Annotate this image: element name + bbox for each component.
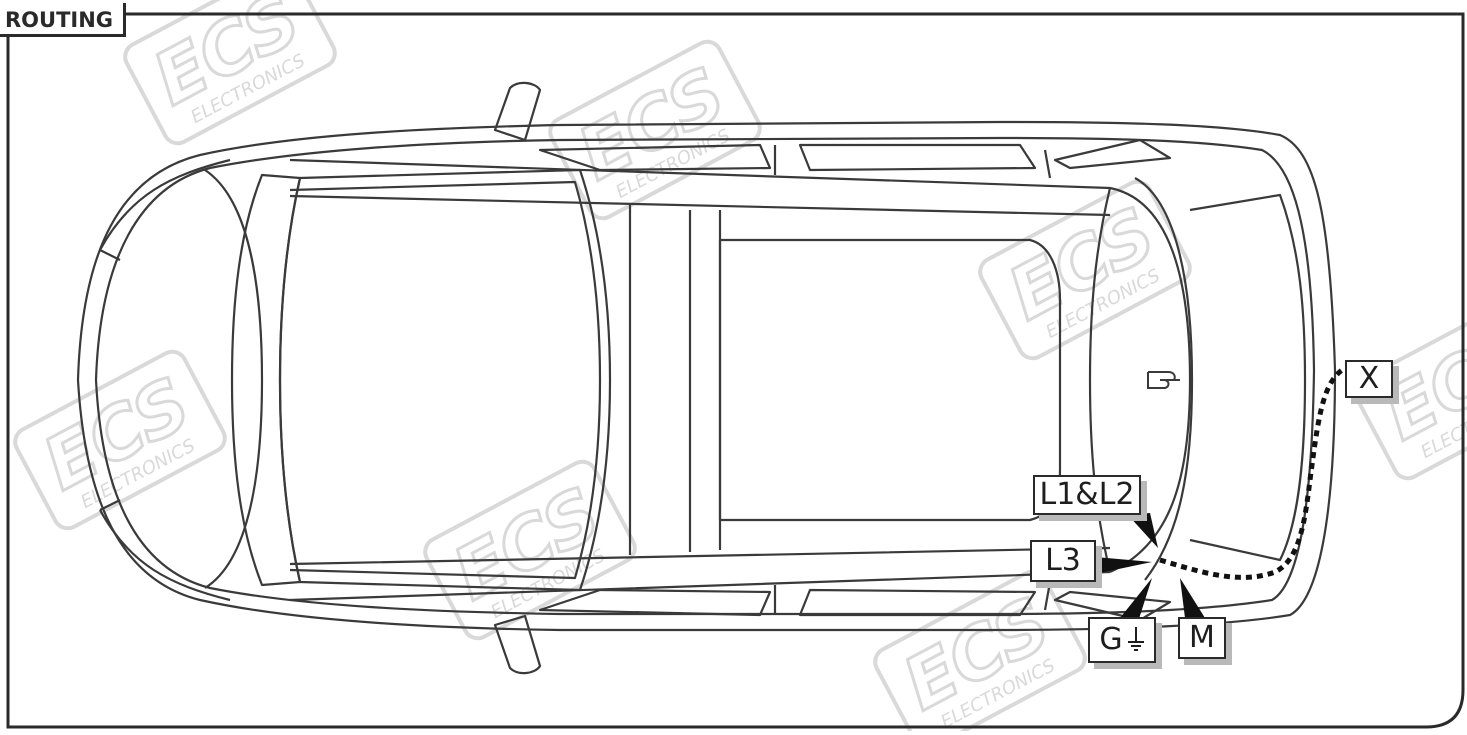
mirror-top — [493, 81, 542, 142]
pointer-l1l2 — [1128, 513, 1158, 548]
pointer-l3 — [1095, 557, 1152, 574]
callout-x: X — [1345, 360, 1393, 398]
pointer-m — [1180, 578, 1205, 618]
section-title: ROUTING — [0, 3, 127, 37]
pointer-g — [1120, 578, 1152, 622]
pointing-hand-icon — [1147, 371, 1180, 389]
mirror-bottom — [493, 614, 542, 675]
car-outline — [76, 81, 1337, 675]
callout-m: M — [1178, 617, 1226, 659]
callout-l3: L3 — [1030, 540, 1096, 582]
wiring-route — [1159, 368, 1344, 580]
callout-l3-label: L3 — [1045, 543, 1081, 578]
callout-m-label: M — [1189, 620, 1215, 655]
callout-ground-label: G — [1099, 622, 1123, 657]
callout-ground: G — [1088, 617, 1156, 663]
callout-l1-l2-label: L1&L2 — [1039, 477, 1135, 512]
diagram-frame — [6, 12, 1465, 729]
ground-icon — [1127, 627, 1144, 651]
callout-pointers — [1095, 513, 1205, 622]
car-body — [76, 120, 1337, 632]
sunroof — [718, 238, 1062, 522]
callout-l1-l2: L1&L2 — [1033, 475, 1141, 515]
callout-x-label: X — [1358, 361, 1380, 396]
